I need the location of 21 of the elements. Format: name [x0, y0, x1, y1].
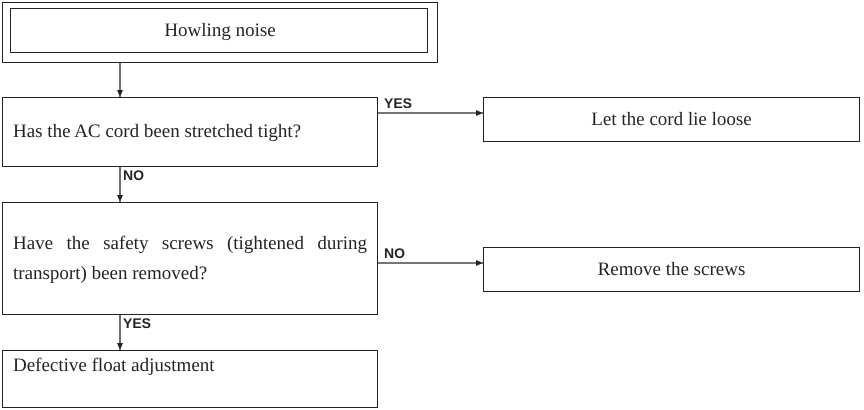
box-text: Remove the screws: [596, 258, 746, 282]
action-box: [483, 247, 860, 292]
arrow: [117, 315, 123, 350]
action-box: [483, 97, 860, 142]
box-text: Has the AC cord been stretched tight?: [12, 120, 302, 144]
edge-label: YES: [383, 96, 414, 111]
decision-box: [2, 202, 378, 315]
result-box: [2, 350, 378, 408]
arrow: [117, 63, 123, 97]
edge-label: NO: [122, 168, 145, 183]
box-text: Defective float adjustment: [12, 354, 216, 378]
arrow: [378, 260, 483, 266]
decision-box: [2, 97, 378, 167]
arrow: [117, 167, 123, 202]
arrow: [378, 110, 483, 116]
edge-label: NO: [383, 246, 406, 261]
title-box: [2, 2, 438, 63]
box-text: Howling noise: [163, 18, 277, 42]
box-text: Let the cord lie loose: [590, 108, 753, 132]
edge-label: YES: [122, 316, 152, 331]
box-text: Have the safety screws (tightened during transport) been removed?: [12, 232, 368, 286]
